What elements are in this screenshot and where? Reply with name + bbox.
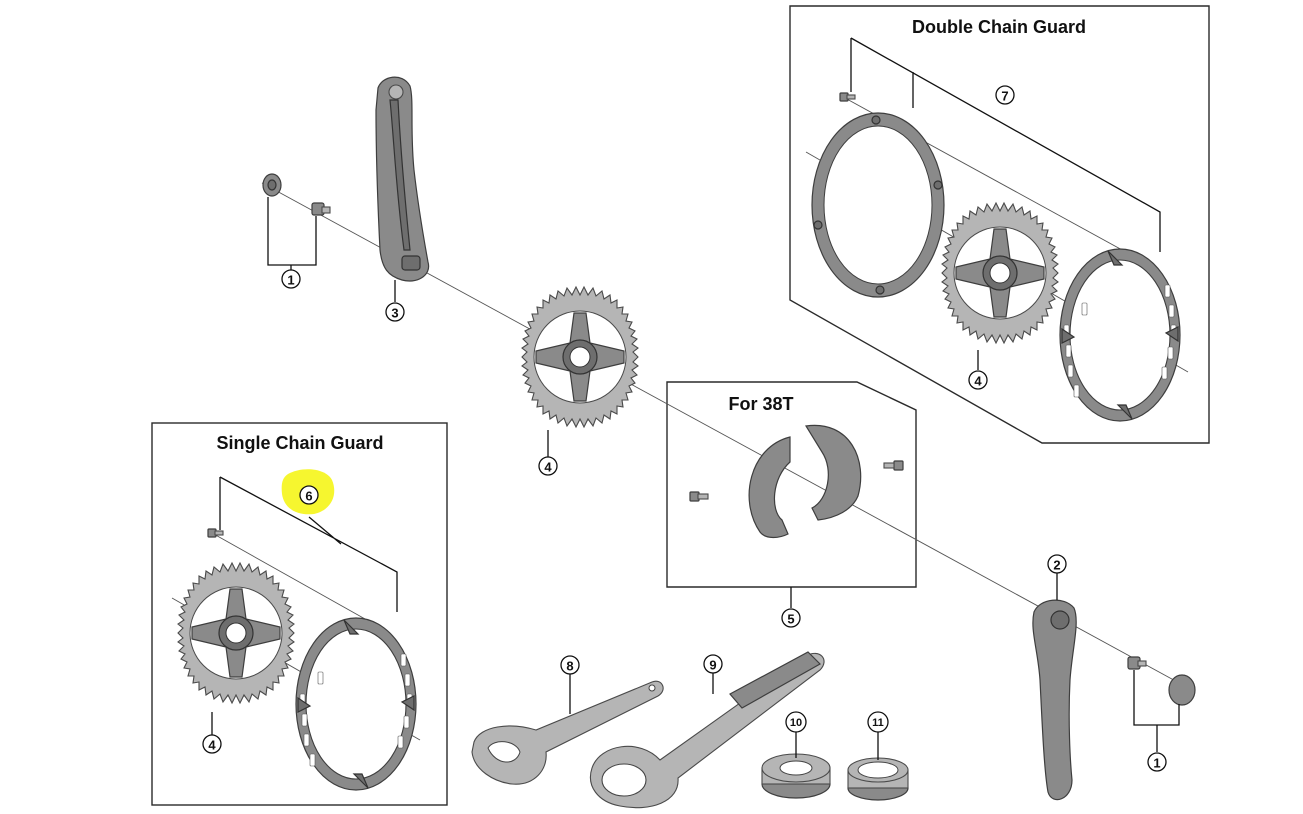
svg-text:6: 6 [305, 489, 312, 504]
svg-text:2: 2 [1053, 558, 1060, 573]
callout-9: 9 [703, 654, 723, 674]
center-chainring [521, 286, 639, 428]
double-guard-box [789, 5, 1210, 444]
right-crank-fixing-bolt [1127, 656, 1147, 670]
svg-text:7: 7 [1001, 89, 1008, 104]
callout-1-left: 1 [281, 269, 301, 289]
svg-text:10: 10 [790, 717, 802, 729]
double-chain-guard-title: Double Chain Guard [912, 17, 1086, 37]
callout-1-right: 1 [1147, 752, 1167, 772]
leader-1-left [267, 197, 317, 270]
callout-4-double: 4 [968, 370, 988, 390]
callout-4-single: 4 [202, 734, 222, 754]
svg-text:3: 3 [391, 306, 398, 321]
adapter-38t [689, 424, 904, 539]
callout-8: 8 [560, 655, 580, 675]
single-guard-chain-guard [295, 617, 417, 791]
svg-text:4: 4 [544, 460, 552, 475]
callout-11: 11 [867, 711, 889, 733]
leader-7 [850, 37, 1161, 252]
adapter-tool [590, 651, 825, 809]
svg-text:9: 9 [709, 658, 716, 673]
double-guard-chain-guard [1059, 248, 1181, 422]
svg-text:11: 11 [872, 717, 884, 729]
double-guard-bolt [839, 92, 856, 102]
callout-6: 6 [299, 485, 319, 505]
svg-text:5: 5 [787, 612, 794, 627]
double-guard-chainring [941, 202, 1059, 344]
callout-10: 10 [785, 711, 807, 733]
single-guard-chainring [177, 562, 295, 704]
right-crank-arm [1032, 599, 1077, 801]
single-chain-guard-title: Single Chain Guard [216, 433, 383, 453]
single-guard-bolt-axis [211, 532, 391, 634]
for-38t-title: For 38T [728, 394, 793, 414]
callout-3: 3 [385, 302, 405, 322]
for-38t-box [666, 381, 917, 588]
right-crank-cap [1168, 674, 1196, 706]
single-guard-bolt [207, 528, 224, 538]
bottom-bracket-cup-left [761, 753, 831, 799]
left-crank-fixing-bolt [311, 202, 331, 216]
svg-text:1: 1 [1153, 756, 1160, 771]
left-crank-cap-bolt [262, 173, 282, 197]
svg-text:1: 1 [287, 273, 294, 288]
bottom-bracket-wrench [471, 680, 664, 785]
callout-4-center: 4 [538, 456, 558, 476]
bottom-bracket-cup-right [847, 757, 909, 801]
svg-text:4: 4 [974, 374, 982, 389]
leader-6 [219, 476, 398, 612]
left-crank-arm [375, 76, 430, 282]
svg-text:4: 4 [208, 738, 216, 753]
callout-7: 7 [995, 85, 1015, 105]
single-guard-box [151, 422, 448, 806]
svg-text:8: 8 [566, 659, 573, 674]
leader-1-right [1133, 670, 1180, 752]
callout-2: 2 [1047, 554, 1067, 574]
callout-5: 5 [781, 608, 801, 628]
double-guard-outer-ring [811, 112, 945, 298]
